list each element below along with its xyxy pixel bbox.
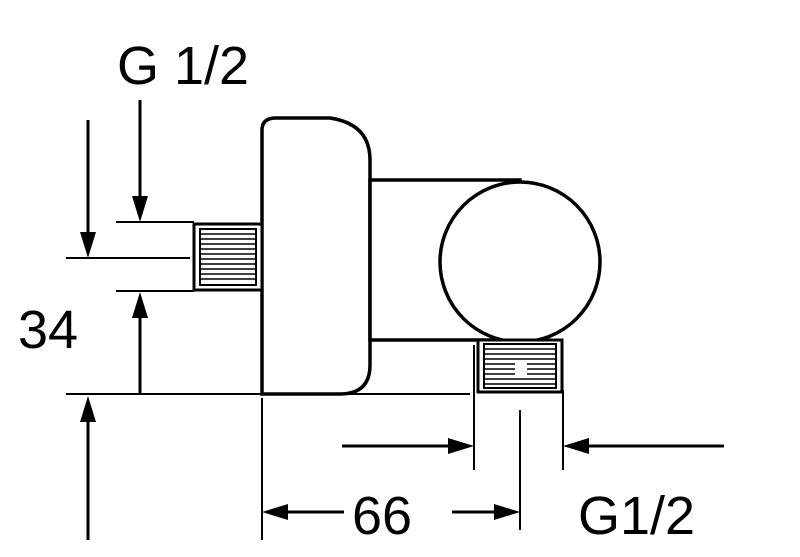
thread-label-top: G 1/2 xyxy=(117,36,249,96)
elbow-round xyxy=(438,180,602,344)
width-dimension-label: 66 xyxy=(352,486,412,546)
wall-plate xyxy=(260,116,372,396)
height-dimension xyxy=(80,292,148,540)
extension-lines xyxy=(66,221,564,540)
thread-dimension-top xyxy=(80,100,148,258)
threaded-outlet-bottom xyxy=(476,338,564,394)
height-dimension-label: 34 xyxy=(18,300,78,360)
width-dimension xyxy=(262,504,520,520)
threaded-inlet-left xyxy=(192,222,264,292)
thread-dimension-bottom xyxy=(342,438,724,454)
thread-label-bottom: G1/2 xyxy=(578,486,695,546)
